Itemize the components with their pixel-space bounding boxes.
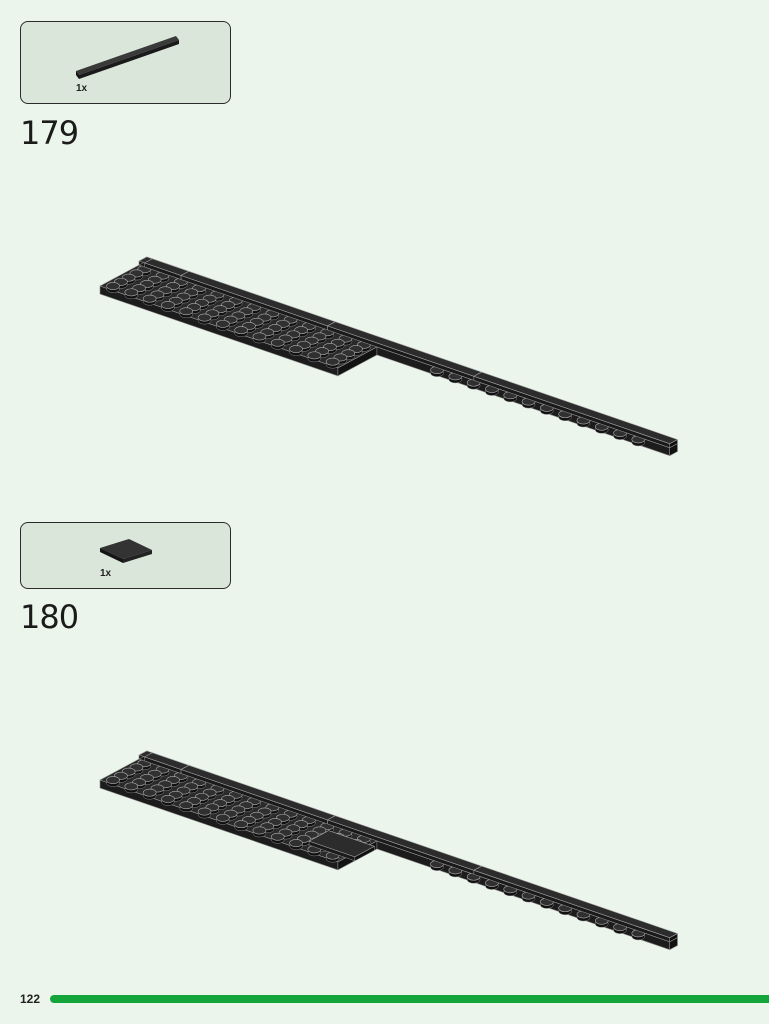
build-illustration-180 <box>0 694 769 954</box>
step-number: 179 <box>20 114 78 152</box>
part-quantity: 1x <box>100 568 111 579</box>
page-progress-bar <box>50 995 769 1003</box>
page-number: 122 <box>20 992 40 1006</box>
tile-1x8-black-icon <box>21 22 232 105</box>
tile-2x2-black-icon <box>21 523 232 590</box>
parts-callout-180: 1x <box>20 522 231 589</box>
part-quantity: 1x <box>76 83 87 94</box>
parts-callout-179: 1x <box>20 21 231 104</box>
step-number: 180 <box>20 598 78 636</box>
build-illustration-179 <box>0 200 769 460</box>
